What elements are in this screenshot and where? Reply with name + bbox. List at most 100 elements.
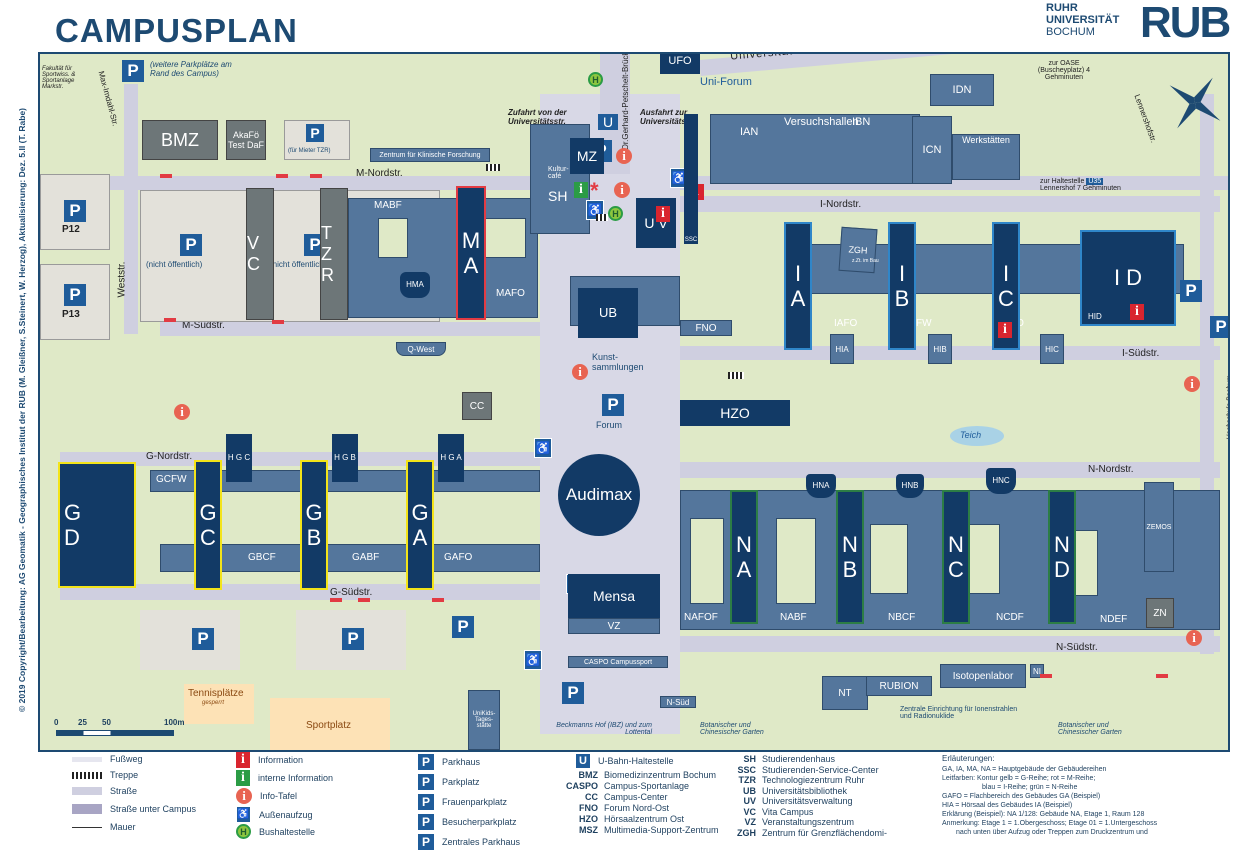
building-ia[interactable]: I A [784, 222, 812, 350]
legend-mauer: Mauer [72, 822, 136, 832]
building-zn[interactable]: ZN [1146, 598, 1174, 628]
information-icon[interactable]: i [1130, 304, 1144, 320]
legend-strasse-unter: Straße unter Campus [72, 804, 196, 814]
building-na[interactable]: N A [730, 490, 758, 624]
building-isotopenlabor[interactable]: Isotopenlabor [940, 664, 1026, 688]
building-hzo[interactable]: HZO [680, 400, 790, 426]
building-werkstaetten[interactable]: Werkstätten [952, 134, 1020, 180]
women-parking-icon: P [418, 794, 434, 810]
building-zemos[interactable]: ZEMOS [1144, 482, 1174, 572]
beckmanns-note: Beckmanns Hof (IBZ) und zum Lottental [556, 722, 652, 736]
building-vz[interactable]: VZ [568, 618, 660, 634]
elevator-icon: ♿ [236, 806, 251, 823]
ibn-label: IBN [852, 116, 871, 128]
building-ub[interactable]: UB [578, 288, 638, 338]
street-label: I-Nordstr. [820, 199, 862, 210]
abbr-text: Zentrum für Grenzflächendomi- [762, 827, 888, 838]
information-icon[interactable]: i [998, 322, 1012, 338]
building-mensa[interactable]: Mensa [568, 574, 660, 618]
building-audimax[interactable]: Audimax [558, 454, 640, 536]
abbr: VZ [744, 817, 756, 827]
info-board-icon[interactable]: i [1186, 630, 1202, 646]
legend: Fußweg Treppe Straße Straße unter Campus… [0, 752, 1260, 850]
explanation-line: HIA = Hörsaal des Gebäudes IA (Beispiel) [942, 802, 1073, 809]
building-gb[interactable]: G B [300, 460, 328, 590]
building-hic[interactable]: HIC [1040, 334, 1064, 364]
legend-label: Besucherparkplatz [442, 817, 517, 827]
building-ufo[interactable]: UFO [660, 54, 700, 74]
building-tzr[interactable]: T Z R [320, 188, 348, 320]
building-nd[interactable]: N D [1048, 490, 1076, 624]
legend-label: Zentrales Parkhaus [442, 837, 521, 847]
info-board-icon[interactable]: i [616, 148, 632, 164]
building-ga[interactable]: G A [406, 460, 434, 590]
building-hgc[interactable]: H G C [226, 434, 252, 482]
women-parking-lot[interactable] [140, 610, 240, 670]
information-icon[interactable]: i [656, 206, 670, 222]
mabf-label: MABF [374, 200, 402, 211]
fussweg-swatch [72, 756, 102, 762]
info-board-icon[interactable]: i [572, 364, 588, 380]
building-ib[interactable]: I B [888, 222, 916, 350]
building-hma[interactable]: HMA [400, 272, 430, 298]
building-unikids[interactable]: UniKids-Tages-stätte [468, 690, 500, 750]
info-board-icon[interactable]: i [1184, 376, 1200, 392]
elevator-icon[interactable]: ♿ [524, 650, 542, 670]
building-fno[interactable]: FNO [680, 320, 732, 336]
building-idn[interactable]: IDN [930, 74, 994, 106]
building-gc[interactable]: G C [194, 460, 222, 590]
building-hgb[interactable]: H G B [332, 434, 358, 482]
legend-label: Info-Tafel [260, 791, 298, 801]
building-nb[interactable]: N B [836, 490, 864, 624]
building-vc[interactable]: V C [246, 188, 274, 320]
building-bmz[interactable]: BMZ [142, 120, 218, 160]
building-icn[interactable]: ICN [912, 116, 952, 184]
abbr: UV [743, 796, 756, 806]
abbr-text: Forum Nord-Ost [604, 803, 670, 813]
building-caspo[interactable]: CASPO Campussport [568, 656, 668, 668]
building-hnb[interactable]: HNB [896, 474, 924, 498]
id-label: I D [1113, 265, 1143, 291]
building-zgh[interactable]: ZGH [838, 226, 878, 274]
building-ssc[interactable]: SSC [684, 114, 698, 244]
street-label: I-Südstr. [1122, 348, 1160, 359]
road-swatch [72, 787, 102, 795]
building-hia[interactable]: HIA [830, 334, 854, 364]
women-parking-icon: P [342, 628, 364, 650]
building-hnc[interactable]: HNC [986, 468, 1016, 494]
teich-label: Teich [960, 430, 982, 440]
building-q-west[interactable]: Q-West [396, 342, 446, 356]
abbr-text: Campus-Sportanlage [604, 781, 690, 791]
elevator-icon[interactable]: ♿ [534, 438, 552, 458]
building-id[interactable]: I D [1080, 230, 1176, 326]
building-n-sued[interactable]: N-Süd [660, 696, 696, 708]
internal-info-icon[interactable]: i [574, 182, 588, 198]
explanation-line: GA, IA, MA, NA = Hauptgebäude der Gebäud… [942, 766, 1107, 773]
building-nc[interactable]: N C [942, 490, 970, 624]
abbr-text: Studierendenhaus [762, 754, 836, 764]
building-hga[interactable]: H G A [438, 434, 464, 482]
campus-map[interactable]: M-Nordstr. M-Südstr. I-Nordstr. I-Südstr… [38, 52, 1230, 752]
compass-icon [1160, 68, 1228, 138]
legend-label: Bushaltestelle [259, 826, 316, 837]
building-gd[interactable]: G D [58, 462, 136, 588]
building-hib[interactable]: HIB [928, 334, 952, 364]
sh-label: SH [548, 188, 568, 204]
abbr-row: SH Studierendenhaus [726, 754, 887, 765]
abbr: SH [743, 754, 756, 764]
legend-label: Fußweg [110, 754, 143, 764]
info-board-icon[interactable]: i [174, 404, 190, 420]
building-mz[interactable]: MZ [570, 138, 604, 174]
building-zkf[interactable]: Zentrum für Klinische Forschung [370, 148, 490, 162]
building-hna[interactable]: HNA [806, 474, 836, 498]
building-nt[interactable]: NT [822, 676, 868, 710]
info-board-icon[interactable]: i [614, 182, 630, 198]
building-cc[interactable]: CC [462, 392, 492, 420]
p13-label: P13 [62, 309, 80, 320]
building-rubion[interactable]: RUBION [866, 676, 932, 696]
abbr: CASPO [565, 781, 598, 791]
ubahn-icon[interactable]: U [598, 114, 618, 130]
building-ma[interactable]: M A [456, 186, 486, 320]
